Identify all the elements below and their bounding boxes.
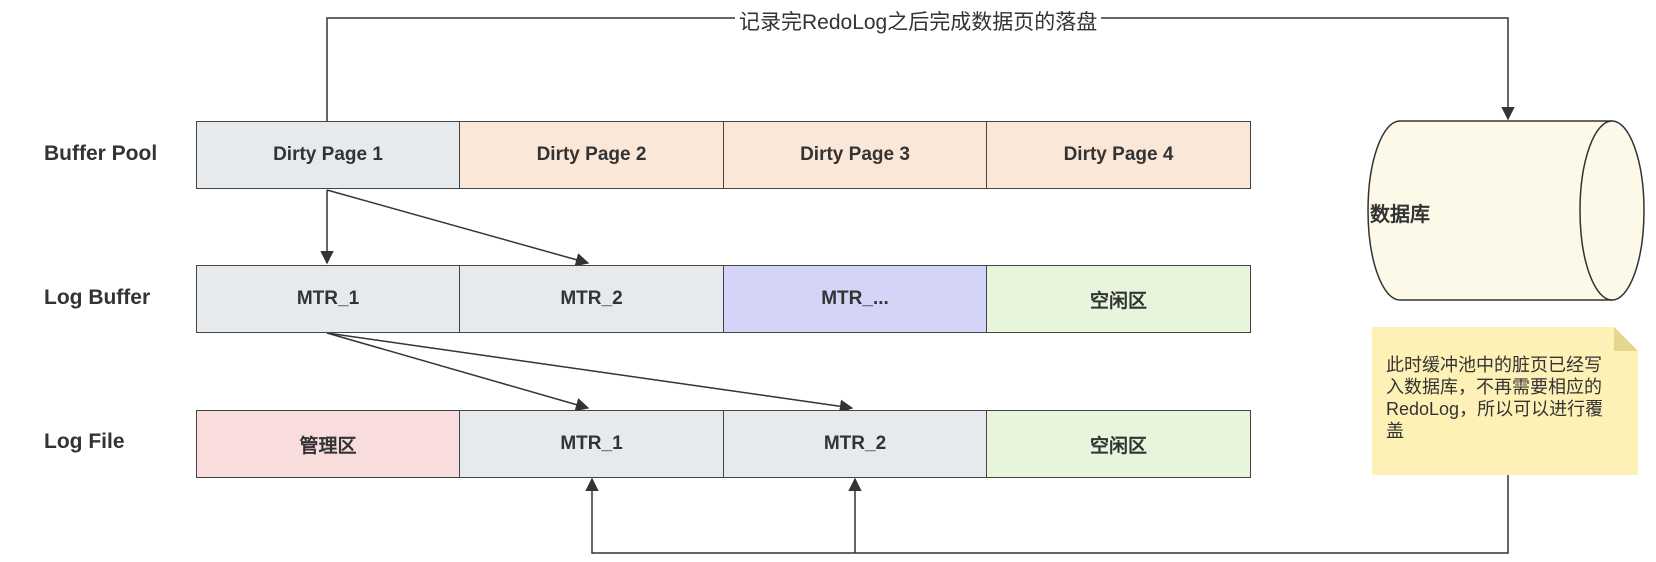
log-buffer-mtr-1: MTR_1 [196, 265, 460, 333]
log-file-mtr-1: MTR_1 [459, 410, 724, 478]
dirty-page-1: Dirty Page 1 [196, 121, 460, 189]
buffer-pool-label: Buffer Pool [44, 142, 158, 165]
flush-connector-label: 记录完RedoLog之后完成数据页的落盘 [735, 6, 1102, 36]
log-buffer-free-area: 空闲区 [986, 265, 1251, 333]
dirty-page-4: Dirty Page 4 [986, 121, 1251, 189]
log-file-label: Log File [44, 430, 125, 453]
database-cylinder [1367, 120, 1645, 301]
log-buffer-mtr-more: MTR_... [723, 265, 987, 333]
sticky-note [1372, 327, 1638, 475]
log-file-management-area: 管理区 [196, 410, 460, 478]
dirty-page-2: Dirty Page 2 [459, 121, 724, 189]
overwrite-connector [585, 475, 1509, 554]
log-buffer-label: Log Buffer [44, 286, 151, 309]
database-label: 数据库 [1370, 204, 1430, 226]
arrow-page1-to-mtr2 [326, 189, 590, 267]
log-file-free-area: 空闲区 [986, 410, 1251, 478]
log-file-mtr-2: MTR_2 [723, 410, 987, 478]
log-buffer-mtr-2: MTR_2 [459, 265, 724, 333]
sticky-note-text: 此时缓冲池中的脏页已经写入数据库，不再需要相应的RedoLog，所以可以进行覆盖 [1386, 355, 1604, 441]
arrow-logbuffer-to-logfile-mtr1 [326, 332, 590, 412]
arrow-logbuffer-to-logfile-mtr2 [326, 332, 854, 413]
dirty-page-3: Dirty Page 3 [723, 121, 987, 189]
